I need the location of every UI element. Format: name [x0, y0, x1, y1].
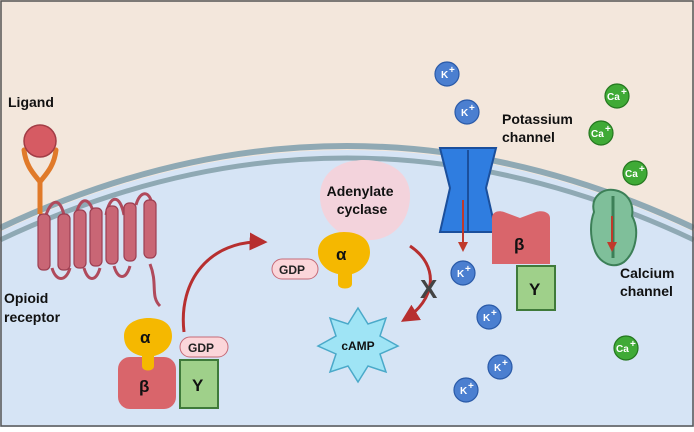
calcium-ion-icon: [622, 160, 648, 186]
potassium-ion-label: K: [460, 386, 468, 397]
ligand-label: Ligand: [8, 94, 54, 110]
gamma-subunit-bound: [516, 265, 556, 311]
g-protein-inactive: α β Y GDP: [118, 318, 229, 409]
calcium-ion-charge: +: [630, 339, 636, 350]
opioid-receptor: [37, 179, 162, 308]
receptor-helix-3: [73, 209, 87, 269]
receptor-helix-7: [143, 199, 157, 259]
adenylate-cyclase-label: Adenylate cyclase: [327, 183, 398, 217]
ligand: [21, 124, 59, 214]
receptor-helix-6: [123, 202, 137, 262]
camp-star: [316, 306, 400, 384]
potassium-ion-label: K: [461, 108, 469, 119]
alpha-label: α: [140, 328, 151, 347]
calcium-ion-icon: [613, 335, 639, 361]
potassium-ion-charge: +: [502, 358, 508, 369]
potassium-ion-icon: [476, 304, 502, 330]
potassium-ion-icon: [453, 377, 479, 403]
potassium-ion-label: K: [441, 70, 449, 81]
calcium-ion: Ca +: [622, 160, 648, 186]
potassium-ion: K +: [454, 99, 480, 125]
adenylate-cyclase: [320, 160, 410, 241]
calcium-ion: Ca +: [613, 335, 639, 361]
potassium-ion-icon: [487, 354, 513, 380]
activation-arrow: [181, 232, 268, 333]
receptor-loops: [44, 192, 162, 308]
potassium-ion-icon: [454, 99, 480, 125]
beta-subunit: [118, 357, 176, 409]
calcium-ion-label: Ca: [616, 344, 629, 355]
gamma-bound-label: Y: [529, 280, 541, 299]
potassium-ion-icon: [434, 61, 460, 87]
alpha-gdp-complex: α GDP: [271, 232, 370, 289]
gdp-label: GDP: [188, 341, 214, 355]
alpha-active-label: α: [336, 245, 347, 264]
potassium-ion-charge: +: [465, 264, 471, 275]
receptor-helix-1: [37, 213, 51, 271]
potassium-ion-label: K: [457, 269, 465, 280]
alpha-subunit: [124, 318, 172, 371]
calcium-ion-icon: [588, 120, 614, 146]
beta-bound-label: β: [514, 235, 524, 254]
potassium-ion: K +: [450, 260, 476, 286]
potassium-ion-icon: [450, 260, 476, 286]
beta-label: β: [139, 377, 149, 396]
beta-subunit-bound: [492, 211, 550, 264]
calcium-channel-label: Calcium channel: [620, 265, 678, 299]
cell-membrane-outer: [0, 143, 694, 231]
camp-production-arrow: [400, 244, 432, 322]
potassium-ion-label: K: [483, 313, 491, 324]
potassium-ion-charge: +: [491, 308, 497, 319]
potassium-ion: K +: [476, 304, 502, 330]
potassium-channel-label: Potassium channel: [502, 111, 577, 145]
calcium-ion-label: Ca: [591, 129, 604, 140]
gdp-badge-active: [271, 258, 319, 280]
calcium-ion: Ca +: [588, 120, 614, 146]
gamma-label: Y: [192, 376, 204, 395]
calcium-ion-label: Ca: [625, 169, 638, 180]
ligand-ball-icon: [23, 124, 57, 158]
receptor-helix-2: [57, 213, 71, 271]
calcium-ion-charge: +: [605, 124, 611, 135]
gamma-subunit: [179, 359, 219, 409]
beta-gamma-complex: β Y: [492, 211, 556, 311]
potassium-ion-label: K: [494, 363, 502, 374]
receptor-helix-5: [105, 205, 119, 265]
opioid-receptor-label: Opioid receptor: [4, 290, 61, 325]
calcium-ion-icon: [604, 83, 630, 109]
camp-label: cAMP: [341, 339, 374, 353]
receptor-helix-4: [89, 207, 103, 267]
potassium-ion-charge: +: [449, 65, 455, 76]
alpha-subunit-active: [318, 232, 370, 289]
gdp-active-label: GDP: [279, 263, 305, 277]
potassium-ion-charge: +: [469, 103, 475, 114]
gdp-badge: [179, 336, 229, 358]
calcium-ion: Ca +: [604, 83, 630, 109]
potassium-ion: K +: [487, 354, 513, 380]
inhibition-x-icon: X: [420, 274, 438, 304]
potassium-ion: K +: [434, 61, 460, 87]
potassium-ion-charge: +: [468, 381, 474, 392]
calcium-ion-charge: +: [621, 87, 627, 98]
calcium-channel: [590, 188, 638, 267]
potassium-ion: K +: [453, 377, 479, 403]
calcium-ion-label: Ca: [607, 92, 620, 103]
calcium-ion-charge: +: [639, 164, 645, 175]
